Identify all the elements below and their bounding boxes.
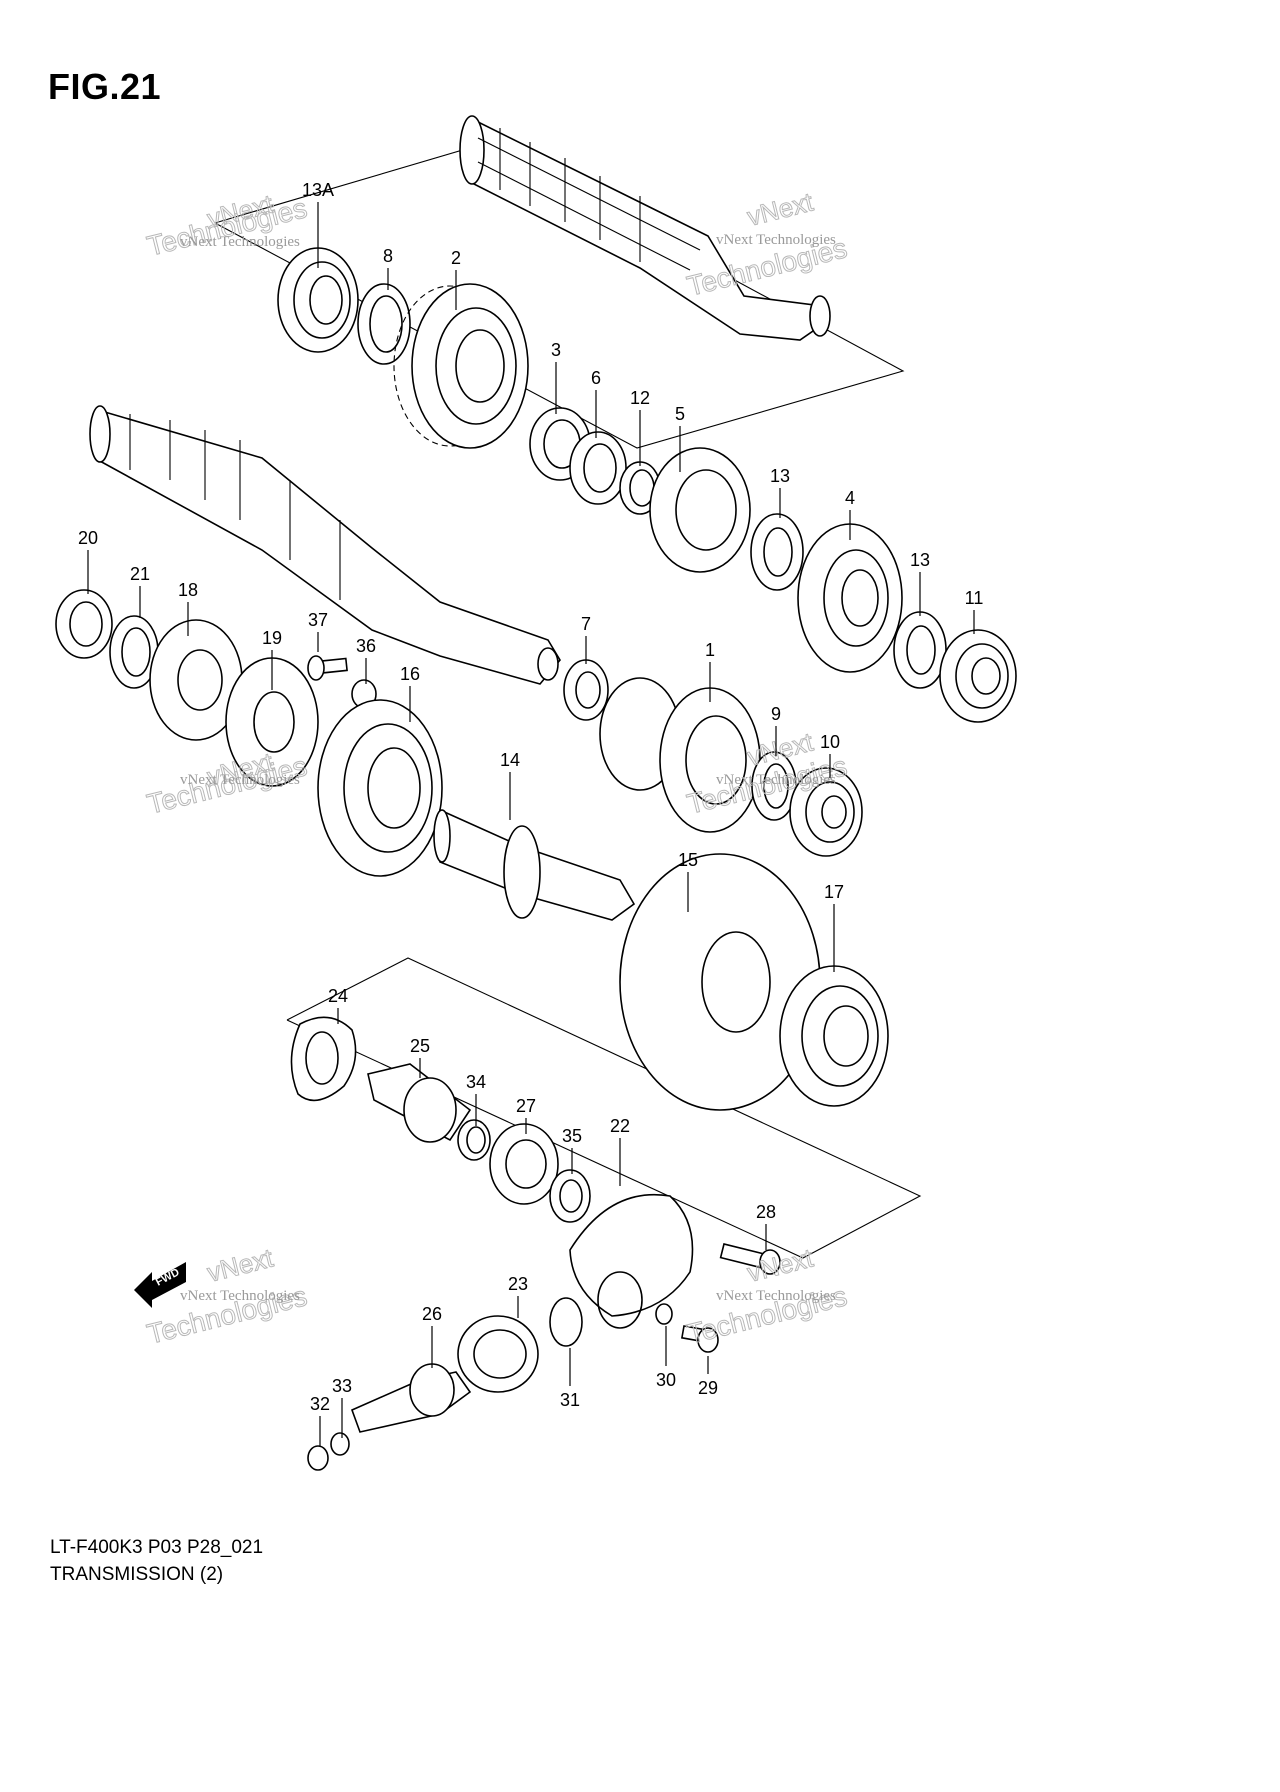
o-ring-31 xyxy=(549,1297,583,1347)
washer-6 xyxy=(569,431,627,505)
part-label-8: 8 xyxy=(383,246,393,266)
part-label-15: 15 xyxy=(678,850,698,870)
part-label-25: 25 xyxy=(410,1036,430,1056)
svg-text:vNext: vNext xyxy=(204,1242,276,1287)
part-label-6: 6 xyxy=(591,368,601,388)
svg-text:vNext Technologies: vNext Technologies xyxy=(716,232,836,248)
figure-footer: LT-F400K3 P03 P28_021 TRANSMISSION (2) xyxy=(50,1534,263,1588)
bolt-29 xyxy=(680,1325,719,1353)
part-label-34: 34 xyxy=(466,1072,486,1092)
part-label-14: 14 xyxy=(500,750,520,770)
washer-13a xyxy=(750,513,804,591)
part-label-26: 26 xyxy=(422,1304,442,1324)
part-label-36: 36 xyxy=(356,636,376,656)
driveshaft xyxy=(89,405,561,685)
gasket-24 xyxy=(290,1016,357,1102)
bushing-23 xyxy=(457,1315,539,1393)
part-label-11: 11 xyxy=(965,588,984,608)
svg-text:vNext Technologies: vNext Technologies xyxy=(180,234,300,250)
bearing-10 xyxy=(789,767,863,857)
washer-13b xyxy=(893,611,947,689)
part-label-18: 18 xyxy=(178,580,198,600)
ring-34 xyxy=(457,1119,491,1161)
part-label-13: 13 xyxy=(770,466,790,486)
bolt-28 xyxy=(719,1243,781,1275)
figure-title: FIG.21 xyxy=(48,66,162,107)
watermark-1: Technologies vNext vNext Technologies xyxy=(143,188,310,262)
part-label-37: 37 xyxy=(308,610,328,630)
part-label-22: 22 xyxy=(610,1116,630,1136)
figure-code: LT-F400K3 P03 P28_021 xyxy=(50,1537,264,1558)
lower-frame xyxy=(286,957,922,1259)
part-label-35: 35 xyxy=(562,1126,582,1146)
watermark-6: Technologies vNext vNext Technologies xyxy=(683,1242,850,1350)
part-label-7: 7 xyxy=(581,614,591,634)
svg-text:vNext Technologies: vNext Technologies xyxy=(716,1288,836,1304)
gear-1 xyxy=(599,677,761,833)
oil-seal-20 xyxy=(55,589,113,659)
washer-9 xyxy=(751,751,797,821)
part-label-2: 2 xyxy=(451,248,461,268)
part-label-12: 12 xyxy=(630,388,650,408)
figure-caption: TRANSMISSION (2) xyxy=(50,1564,224,1585)
part-label-31: 31 xyxy=(560,1390,580,1410)
svg-text:vNext: vNext xyxy=(744,186,816,231)
ring-33 xyxy=(330,1432,350,1456)
bearing-13a xyxy=(277,247,359,353)
part-label-3: 3 xyxy=(551,340,561,360)
spacer-21 xyxy=(109,615,159,689)
part-label-17: 17 xyxy=(824,882,844,902)
bolt-37 xyxy=(307,655,348,681)
cap-32 xyxy=(307,1445,329,1471)
bearing-17 xyxy=(779,965,889,1107)
gear-25 xyxy=(367,1063,472,1143)
shaft-14 xyxy=(433,808,636,921)
part-label-21: 21 xyxy=(130,564,150,584)
bearing-16 xyxy=(317,699,443,877)
part-label-13: 13 xyxy=(910,550,930,570)
part-label-33: 33 xyxy=(332,1376,352,1396)
part-label-1: 1 xyxy=(705,640,715,660)
part-label-23: 23 xyxy=(508,1274,528,1294)
part-label-16: 16 xyxy=(400,664,420,684)
washer-30 xyxy=(655,1303,673,1325)
ring-35 xyxy=(549,1169,591,1223)
part-label-24: 24 xyxy=(328,986,348,1006)
part-label-20: 20 xyxy=(78,528,98,548)
part-label-10: 10 xyxy=(820,732,840,752)
part-label-13a: 13A xyxy=(302,180,334,200)
part-label-4: 4 xyxy=(845,488,855,508)
svg-text:vNext: vNext xyxy=(744,1242,816,1287)
plate-19 xyxy=(225,657,319,787)
gear-5 xyxy=(649,447,751,573)
part-label-9: 9 xyxy=(771,704,781,724)
gear-4 xyxy=(797,523,903,673)
part-label-29: 29 xyxy=(698,1378,718,1398)
watermark-5: Technologies vNext vNext Technologies xyxy=(143,1242,310,1350)
part-label-30: 30 xyxy=(656,1370,676,1390)
part-label-19: 19 xyxy=(262,628,282,648)
washer-8 xyxy=(357,283,411,365)
housing-22 xyxy=(569,1193,694,1329)
part-label-32: 32 xyxy=(310,1394,330,1414)
bearing-11 xyxy=(939,629,1017,723)
gear-2 xyxy=(393,283,529,449)
part-label-27: 27 xyxy=(516,1096,536,1116)
countershaft xyxy=(459,115,831,341)
svg-text:vNext Technologies: vNext Technologies xyxy=(716,772,836,788)
part-label-28: 28 xyxy=(756,1202,776,1222)
svg-text:vNext Technologies: vNext Technologies xyxy=(180,1288,300,1304)
part-label-5: 5 xyxy=(675,404,685,424)
watermark-3: Technologies vNext vNext Technologies xyxy=(143,746,310,820)
washer-7 xyxy=(563,659,609,721)
svg-text:vNext Technologies: vNext Technologies xyxy=(180,772,300,788)
fwd-arrow-icon: FWD xyxy=(134,1262,186,1308)
gear-26 xyxy=(350,1363,472,1433)
bushing-27 xyxy=(489,1123,559,1205)
